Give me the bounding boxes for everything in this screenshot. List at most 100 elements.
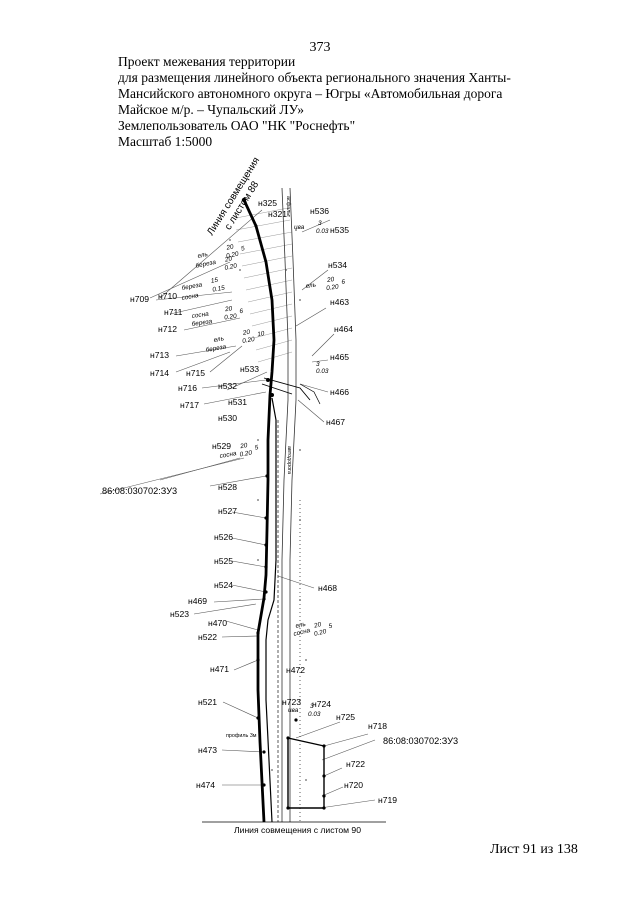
point-label: н522 bbox=[198, 632, 217, 642]
tree-extra: 5 bbox=[254, 444, 259, 452]
point-label: н709 bbox=[130, 294, 149, 304]
tree-t12: сосна 20 0.20 5 bbox=[219, 442, 259, 460]
road-top-label: асфальт bbox=[285, 196, 291, 218]
tree-name: ива bbox=[288, 707, 299, 714]
tree-num: 20 bbox=[224, 305, 233, 313]
tree-num: 20 bbox=[326, 276, 335, 284]
tree-den: 0.20 bbox=[224, 313, 238, 322]
survey-dots bbox=[229, 229, 307, 781]
tree-num: 3 bbox=[318, 220, 322, 227]
tree-den: 0.03 bbox=[316, 368, 329, 375]
point-label: н464 bbox=[334, 324, 353, 334]
point-label: н321 bbox=[268, 209, 287, 219]
tree-name: ель bbox=[305, 282, 316, 290]
tree-den: 0.03 bbox=[316, 228, 329, 235]
tree-num: 15 bbox=[210, 277, 219, 285]
tree-t7: сосна 20 0.20 6 bbox=[191, 305, 244, 322]
tree-t10: береза bbox=[205, 342, 227, 354]
header-line-2: для размещения линейного объекта региона… bbox=[118, 70, 511, 85]
tree-annotations: ива 3 0.03 ель 20 0.20 5 береза 20 0.20 … bbox=[181, 220, 346, 718]
tree-extra: 5 bbox=[328, 622, 334, 630]
tree-den: 0.20 bbox=[326, 283, 340, 292]
point-label: н325 bbox=[258, 198, 277, 208]
point-label: н719 bbox=[378, 795, 397, 805]
point-label: н723 bbox=[282, 697, 301, 707]
tree-den: 0.20 bbox=[239, 449, 253, 458]
point-label: н465 bbox=[330, 352, 349, 362]
point-label: н717 bbox=[180, 400, 199, 410]
tree-t14: сосна 20 0.20 5 bbox=[293, 621, 334, 638]
tree-den: 0.20 bbox=[226, 250, 240, 260]
point-label: н718 bbox=[368, 721, 387, 731]
point-label: н530 bbox=[218, 413, 237, 423]
tree-num: 20 bbox=[312, 621, 322, 630]
page-number: 373 bbox=[309, 40, 331, 55]
cadastral-label-right: 86:08:030702:ЗУ3 bbox=[383, 736, 458, 746]
bottom-line-label: Линия совмещения с листом 90 bbox=[234, 825, 361, 835]
point-label: н469 bbox=[188, 596, 207, 606]
point-label: н525 bbox=[214, 556, 233, 566]
tree-name: ель bbox=[295, 621, 307, 630]
point-labels: н325 н321 н536 н535 н534 н463 н464 н465 … bbox=[130, 198, 397, 805]
tree-den: 0.15 bbox=[212, 285, 226, 294]
tree-name: сосна bbox=[219, 450, 237, 460]
point-label: н466 bbox=[330, 387, 349, 397]
header-line-4: Майское м/р. – Чупальский ЛУ» bbox=[118, 102, 305, 117]
point-label: н711 bbox=[164, 307, 183, 317]
tree-den: 0.20 bbox=[242, 336, 256, 345]
point-label: н725 bbox=[336, 712, 355, 722]
tree-name: береза bbox=[181, 280, 203, 292]
point-label: н463 bbox=[330, 297, 349, 307]
point-label: н472 bbox=[286, 665, 305, 675]
point-label: н526 bbox=[214, 532, 233, 542]
tree-den: 0.20 bbox=[313, 628, 327, 638]
corridor-hatching bbox=[235, 207, 293, 363]
tree-t4: ель 20 0.20 6 bbox=[305, 276, 346, 292]
point-label: н521 bbox=[198, 697, 217, 707]
tree-t13: ель bbox=[295, 621, 307, 630]
point-label: н531 bbox=[228, 397, 247, 407]
point-label: н529 bbox=[212, 441, 231, 451]
point-label: н713 bbox=[150, 350, 169, 360]
tree-extra: 5 bbox=[240, 245, 245, 253]
header-line-5: Землепользователь ОАО "НК "Роснефть" bbox=[118, 118, 356, 133]
tree-name: береза bbox=[205, 342, 227, 354]
tree-den: 0.03 bbox=[308, 711, 321, 718]
tree-den: 0.20 bbox=[224, 262, 238, 272]
point-label: н715 bbox=[186, 368, 205, 378]
tree-t6: сосна bbox=[181, 292, 199, 302]
point-label: н535 bbox=[330, 225, 349, 235]
tree-extra: 6 bbox=[341, 278, 346, 285]
vertex-markers bbox=[241, 197, 326, 810]
tree-num: 3 bbox=[310, 703, 314, 710]
point-label: н527 bbox=[218, 506, 237, 516]
point-label: н534 bbox=[328, 260, 347, 270]
header-line-1: Проект межевания территории bbox=[118, 54, 296, 69]
tree-num: 20 bbox=[225, 243, 235, 252]
tree-name: береза bbox=[191, 317, 213, 328]
point-label: н536 bbox=[310, 206, 329, 216]
point-label: н714 bbox=[150, 368, 169, 378]
tree-t11: 3 0.03 bbox=[316, 361, 329, 375]
point-label: н722 bbox=[346, 759, 365, 769]
point-label: н716 bbox=[178, 383, 197, 393]
tree-name: сосна bbox=[293, 627, 312, 638]
tree-t9: ель 20 0.20 10 bbox=[213, 329, 265, 345]
tree-name: сосна bbox=[191, 311, 209, 320]
tree-num: 20 bbox=[241, 329, 251, 337]
point-label: н532 bbox=[218, 381, 237, 391]
point-label: н724 bbox=[312, 699, 331, 709]
leader-lines bbox=[99, 209, 376, 809]
tree-t8: береза bbox=[191, 317, 213, 328]
tree-t15: ива 3 0.03 bbox=[288, 703, 321, 718]
tree-num: 20 bbox=[223, 255, 233, 264]
tree-t2: ель 20 0.20 5 bbox=[197, 243, 246, 260]
point-label: н710 bbox=[158, 291, 177, 301]
point-label: н474 bbox=[196, 780, 215, 790]
point-label: н470 bbox=[208, 618, 227, 628]
cadastral-label-left: 86:08:030702:ЗУ3 bbox=[102, 486, 177, 496]
tree-extra: 6 bbox=[239, 308, 244, 315]
point-label: н533 bbox=[240, 364, 259, 374]
point-label: н467 bbox=[326, 417, 345, 427]
header-line-6: Масштаб 1:5000 bbox=[118, 134, 213, 149]
